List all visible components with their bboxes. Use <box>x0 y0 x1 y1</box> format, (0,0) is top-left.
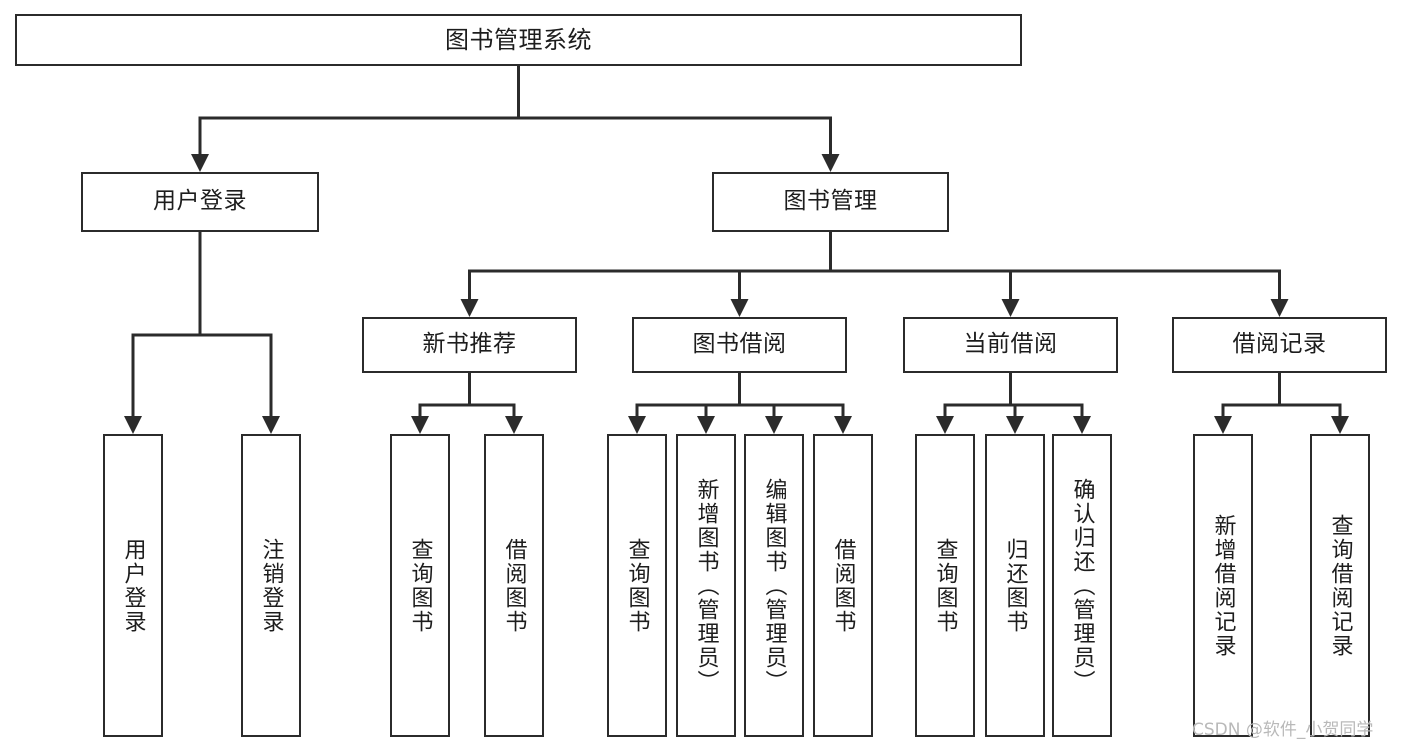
arrowhead-icon <box>1001 299 1020 317</box>
arrowhead-icon <box>1214 416 1232 434</box>
node-label: 借阅图书 <box>501 537 527 634</box>
arrowhead-icon <box>1331 416 1349 434</box>
node-label: 新增借阅记录 <box>1210 513 1236 658</box>
arrowhead-icon <box>765 416 783 434</box>
node-leaf-borrow-book-2[interactable]: 借阅图书 <box>813 434 873 737</box>
node-new-book-rec[interactable]: 新书推荐 <box>362 317 577 373</box>
node-label: 新书推荐 <box>422 331 517 358</box>
node-leaf-confirm-return[interactable]: 确认归还（管理员） <box>1052 434 1112 737</box>
arrowhead-icon <box>262 416 280 434</box>
arrowhead-icon <box>191 154 209 172</box>
node-leaf-query-book-2[interactable]: 查询图书 <box>607 434 667 737</box>
node-leaf-add-book[interactable]: 新增图书（管理员） <box>676 434 736 737</box>
node-leaf-query-book-1[interactable]: 查询图书 <box>390 434 450 737</box>
arrowhead-icon <box>1270 299 1289 317</box>
connector-arrowheads <box>124 154 1349 434</box>
arrowhead-icon <box>730 299 749 317</box>
arrowhead-icon <box>628 416 646 434</box>
node-leaf-query-record[interactable]: 查询借阅记录 <box>1310 434 1370 737</box>
node-leaf-return-book[interactable]: 归还图书 <box>985 434 1045 737</box>
node-label: 查询图书 <box>407 537 433 634</box>
node-label: 查询图书 <box>624 537 650 634</box>
node-label: 查询图书 <box>932 537 958 634</box>
node-label: 用户登录 <box>153 188 247 215</box>
node-leaf-edit-book[interactable]: 编辑图书（管理员） <box>744 434 804 737</box>
arrowhead-icon <box>460 299 479 317</box>
arrowhead-icon <box>1073 416 1091 434</box>
node-leaf-user-login[interactable]: 用户登录 <box>103 434 163 737</box>
node-borrow-record[interactable]: 借阅记录 <box>1172 317 1387 373</box>
node-root[interactable]: 图书管理系统 <box>15 14 1022 66</box>
node-label: 图书管理 <box>783 188 878 215</box>
node-label: 确认归还（管理员） <box>1069 477 1095 694</box>
node-leaf-query-book-3[interactable]: 查询图书 <box>915 434 975 737</box>
node-leaf-logout[interactable]: 注销登录 <box>241 434 301 737</box>
arrowhead-icon <box>697 416 715 434</box>
node-label: 新增图书（管理员） <box>693 477 719 694</box>
node-label: 用户登录 <box>120 537 146 634</box>
node-label: 编辑图书（管理员） <box>761 477 787 694</box>
node-label: 归还图书 <box>1002 537 1028 634</box>
arrowhead-icon <box>936 416 954 434</box>
arrowhead-icon <box>834 416 852 434</box>
node-label: 当前借阅 <box>963 331 1058 358</box>
node-book-manage[interactable]: 图书管理 <box>712 172 949 232</box>
node-leaf-add-record[interactable]: 新增借阅记录 <box>1193 434 1253 737</box>
node-label: 注销登录 <box>258 537 284 634</box>
node-user-login[interactable]: 用户登录 <box>81 172 319 232</box>
arrowhead-icon <box>124 416 142 434</box>
arrowhead-icon <box>1006 416 1024 434</box>
node-label: 图书管理系统 <box>445 25 592 54</box>
node-label: 图书借阅 <box>692 331 787 358</box>
node-label: 借阅图书 <box>830 537 856 634</box>
node-current-borrow[interactable]: 当前借阅 <box>903 317 1118 373</box>
node-label: 查询借阅记录 <box>1327 513 1353 658</box>
node-book-borrow[interactable]: 图书借阅 <box>632 317 847 373</box>
arrowhead-icon <box>411 416 429 434</box>
node-leaf-borrow-book-1[interactable]: 借阅图书 <box>484 434 544 737</box>
node-label: 借阅记录 <box>1232 331 1327 358</box>
arrowhead-icon <box>505 416 523 434</box>
arrowhead-icon <box>821 154 840 172</box>
